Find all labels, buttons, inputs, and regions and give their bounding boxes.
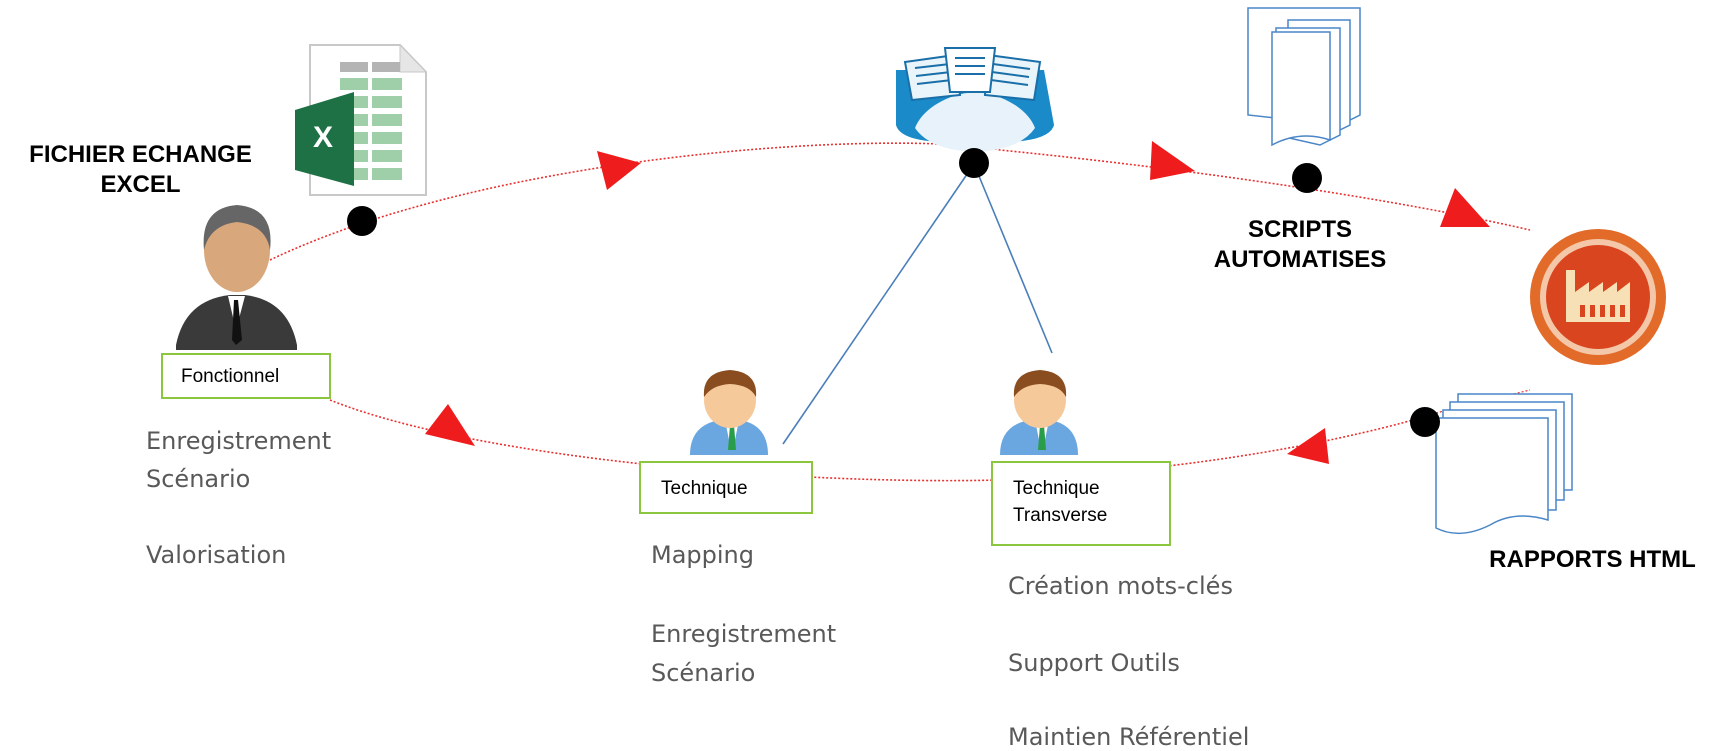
arrow-top-2: [1150, 141, 1195, 180]
task-technical-3: Scénario: [651, 659, 756, 687]
role-box-technical: Technique: [639, 461, 813, 514]
technician-avatar-icon: [1000, 370, 1078, 455]
excel-spreadsheet-icon: X: [295, 43, 428, 196]
scripts-label-line1: SCRIPTS: [1247, 216, 1352, 243]
task-functional-1: Enregistrement: [146, 427, 332, 455]
arrow-bottom-2: [1287, 428, 1329, 464]
svg-text:X: X: [313, 121, 333, 154]
document-stack-icon: [1247, 7, 1361, 147]
role-name-transverse-line2: Transverse: [1013, 505, 1108, 526]
factory-execution-icon: [1526, 225, 1670, 369]
shared-repository-icon: [896, 47, 1054, 152]
node-excel: [347, 206, 377, 236]
flow-nodes: [347, 148, 1440, 437]
scripts-label-line2: AUTOMATISES: [1213, 246, 1387, 273]
excel-file-label: FICHIER ECHANGE EXCEL: [8, 140, 273, 200]
connector-to-transverse: [973, 163, 1053, 354]
task-transverse-3: Maintien Référentiel: [1008, 723, 1250, 751]
task-technical-2: Enregistrement: [651, 620, 837, 648]
arrow-top-3: [1440, 188, 1490, 227]
technician-avatar-icon: [690, 370, 768, 455]
excel-file-label-line1: FICHIER ECHANGE: [29, 141, 252, 168]
excel-file-label-line2: EXCEL: [100, 171, 181, 198]
scripts-label: SCRIPTS AUTOMATISES: [1200, 215, 1400, 275]
businessman-avatar-icon: [176, 205, 297, 350]
task-technical-1: Mapping: [651, 541, 754, 569]
role-name-transverse-line1: Technique: [1013, 478, 1100, 499]
role-box-functional: Fonctionnel: [161, 353, 331, 399]
node-repository: [959, 148, 989, 178]
task-transverse-2: Support Outils: [1008, 649, 1180, 677]
role-name-functional: Fonctionnel: [181, 366, 280, 387]
report-stack-icon: [1435, 393, 1573, 534]
flow-arrows: [425, 141, 1490, 464]
arrow-top-1: [597, 151, 641, 190]
repository-connectors: [782, 163, 1053, 445]
task-functional-2: Scénario: [146, 465, 251, 493]
flow-line-bottom: [329, 399, 1441, 482]
task-functional-3: Valorisation: [146, 541, 287, 569]
arrow-bottom-1: [425, 404, 475, 446]
role-name-technical: Technique: [661, 478, 748, 499]
role-box-transverse: Technique Transverse: [991, 461, 1171, 546]
reports-label: RAPPORTS HTML: [1489, 546, 1696, 573]
node-reports: [1410, 407, 1440, 437]
connector-to-technique: [782, 163, 975, 445]
task-transverse-1: Création mots-clés: [1008, 572, 1233, 600]
node-scripts: [1292, 163, 1322, 193]
